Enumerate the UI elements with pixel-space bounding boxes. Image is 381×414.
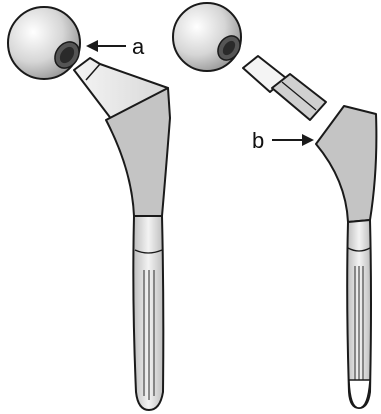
- modular-neck: [243, 56, 326, 120]
- left-prosthesis: [8, 7, 170, 410]
- annotation-a: a: [86, 34, 145, 59]
- label-b: b: [252, 128, 264, 153]
- left-stem-shaft: [133, 216, 163, 410]
- left-femoral-head: [8, 7, 84, 79]
- label-a: a: [132, 34, 145, 59]
- right-stem-body: [316, 106, 376, 222]
- right-femoral-head: [173, 3, 245, 71]
- annotation-b: b: [252, 128, 314, 153]
- right-prosthesis: [173, 3, 376, 408]
